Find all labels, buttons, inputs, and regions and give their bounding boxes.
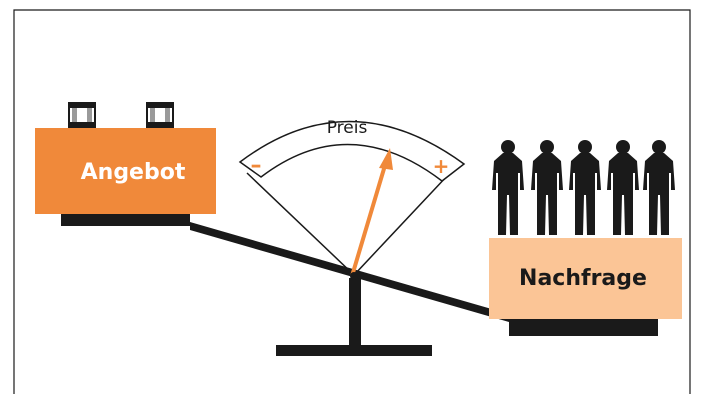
scale-pivot: [350, 272, 358, 280]
dial-label: Preis: [327, 118, 368, 138]
diagram-frame: [13, 9, 691, 394]
package-icon: [68, 102, 96, 128]
dial-arc: [238, 120, 466, 182]
dial-plus-sign: +: [433, 154, 450, 178]
person-silhouette-icon: [492, 140, 524, 235]
scale-beam: [190, 222, 509, 322]
scale-foot: [276, 345, 432, 356]
demand-platform: [509, 318, 658, 336]
person-silhouette-icon: [569, 140, 601, 235]
demand-box: [489, 238, 682, 319]
person-silhouette-icon: [531, 140, 563, 235]
person-silhouette-icon: [607, 140, 639, 235]
demand-label: Nachfrage: [519, 266, 647, 291]
scale-post: [349, 278, 361, 348]
supply-platform: [61, 214, 190, 226]
dial-minus-sign: –: [251, 153, 262, 178]
dial-wedge: [246, 172, 449, 277]
person-silhouette-icon: [643, 140, 675, 235]
supply-box: [35, 128, 216, 214]
dial-needle-tip: [379, 148, 393, 170]
supply-label: Angebot: [81, 160, 186, 185]
dial-needle: [350, 161, 388, 277]
package-icon: [146, 102, 174, 128]
